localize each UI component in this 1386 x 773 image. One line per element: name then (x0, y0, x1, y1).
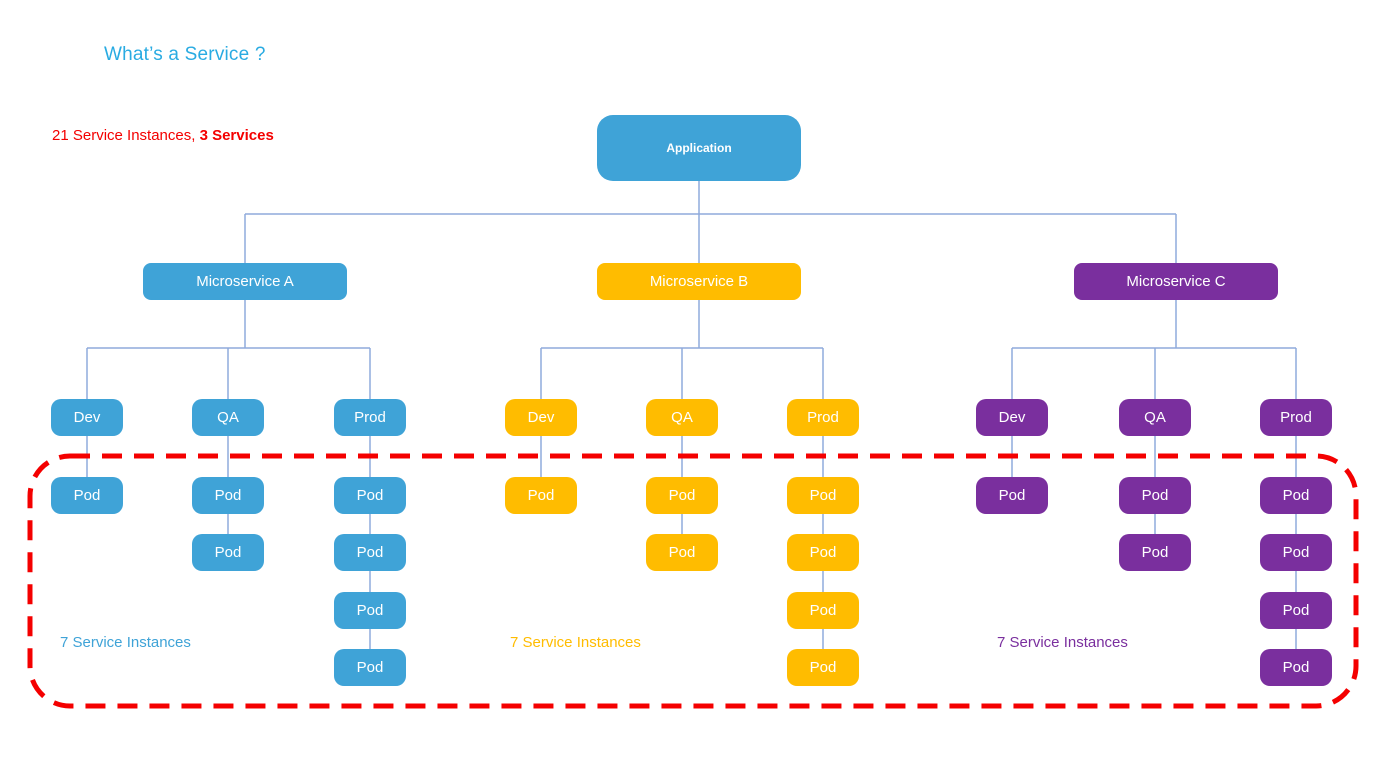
node-pod: Pod (334, 649, 406, 686)
node-microservice-b-prod: Prod (787, 399, 859, 436)
node-pod: Pod (192, 477, 264, 514)
node-pod-label: Pod (73, 487, 101, 504)
node-pod-label: Pod (809, 544, 837, 561)
node-microservice-b-qa: QA (646, 399, 718, 436)
node-microservice-a-dev: Dev (51, 399, 123, 436)
node-pod-label: Pod (668, 487, 696, 504)
node-microservice-c-dev: Dev (976, 399, 1048, 436)
node-pod: Pod (787, 477, 859, 514)
node-pod: Pod (334, 534, 406, 571)
node-pod-label: Pod (668, 544, 696, 561)
node-pod-label: Pod (809, 487, 837, 504)
node-pod: Pod (505, 477, 577, 514)
node-pod: Pod (51, 477, 123, 514)
pods-highlight-outline (27, 453, 1359, 709)
node-pod-label: Pod (356, 602, 384, 619)
node-pod: Pod (1260, 534, 1332, 571)
node-microservice-c-dev-label: Dev (998, 409, 1026, 426)
node-pod: Pod (976, 477, 1048, 514)
node-pod: Pod (787, 592, 859, 629)
node-pod-label: Pod (356, 544, 384, 561)
node-pod-label: Pod (527, 487, 555, 504)
node-pod: Pod (1260, 592, 1332, 629)
node-microservice-c-label: Microservice C (1126, 273, 1226, 290)
caption-microservice-b-instances: 7 Service Instances (510, 634, 641, 651)
node-pod: Pod (646, 477, 718, 514)
summary-text: 21 Service Instances, 3 Services (52, 127, 274, 144)
node-pod: Pod (787, 649, 859, 686)
node-pod-label: Pod (1282, 487, 1310, 504)
node-microservice-b-dev: Dev (505, 399, 577, 436)
node-microservice-a-qa: QA (192, 399, 264, 436)
node-pod-label: Pod (356, 659, 384, 676)
node-microservice-c-prod: Prod (1260, 399, 1332, 436)
node-microservice-a-qa-label: QA (217, 409, 239, 426)
node-pod-label: Pod (1282, 659, 1310, 676)
node-pod: Pod (646, 534, 718, 571)
node-microservice-b-label: Microservice B (649, 273, 749, 290)
node-microservice-a-prod-label: Prod (354, 409, 386, 426)
page-title: What’s a Service ? (104, 44, 266, 65)
node-microservice-c-qa: QA (1119, 399, 1191, 436)
node-microservice-b-dev-label: Dev (527, 409, 555, 426)
node-pod: Pod (787, 534, 859, 571)
node-microservice-b-prod-label: Prod (807, 409, 839, 426)
node-microservice-a: Microservice A (143, 263, 347, 300)
summary-services-count: 3 Services (199, 127, 274, 144)
node-microservice-b-qa-label: QA (671, 409, 693, 426)
node-pod: Pod (1260, 477, 1332, 514)
caption-microservice-c-instances: 7 Service Instances (997, 634, 1128, 651)
node-pod: Pod (334, 592, 406, 629)
node-pod-label: Pod (1141, 487, 1169, 504)
node-application: Application (597, 115, 801, 181)
node-pod-label: Pod (809, 602, 837, 619)
caption-microservice-a-instances: 7 Service Instances (60, 634, 191, 651)
node-pod: Pod (1260, 649, 1332, 686)
node-microservice-a-prod: Prod (334, 399, 406, 436)
node-microservice-b: Microservice B (597, 263, 801, 300)
node-pod: Pod (192, 534, 264, 571)
node-microservice-c-qa-label: QA (1144, 409, 1166, 426)
node-pod-label: Pod (1282, 602, 1310, 619)
node-microservice-a-dev-label: Dev (73, 409, 101, 426)
node-pod-label: Pod (356, 487, 384, 504)
node-microservice-a-label: Microservice A (196, 273, 294, 290)
node-pod-label: Pod (998, 487, 1026, 504)
node-pod-label: Pod (1141, 544, 1169, 561)
node-pod: Pod (334, 477, 406, 514)
node-pod-label: Pod (809, 659, 837, 676)
node-pod-label: Pod (214, 544, 242, 561)
node-pod: Pod (1119, 477, 1191, 514)
node-microservice-c: Microservice C (1074, 263, 1278, 300)
node-microservice-c-prod-label: Prod (1280, 409, 1312, 426)
node-pod-label: Pod (214, 487, 242, 504)
summary-instances-count: 21 Service Instances, (52, 127, 200, 144)
node-application-label: Application (666, 141, 732, 155)
node-pod-label: Pod (1282, 544, 1310, 561)
node-pod: Pod (1119, 534, 1191, 571)
